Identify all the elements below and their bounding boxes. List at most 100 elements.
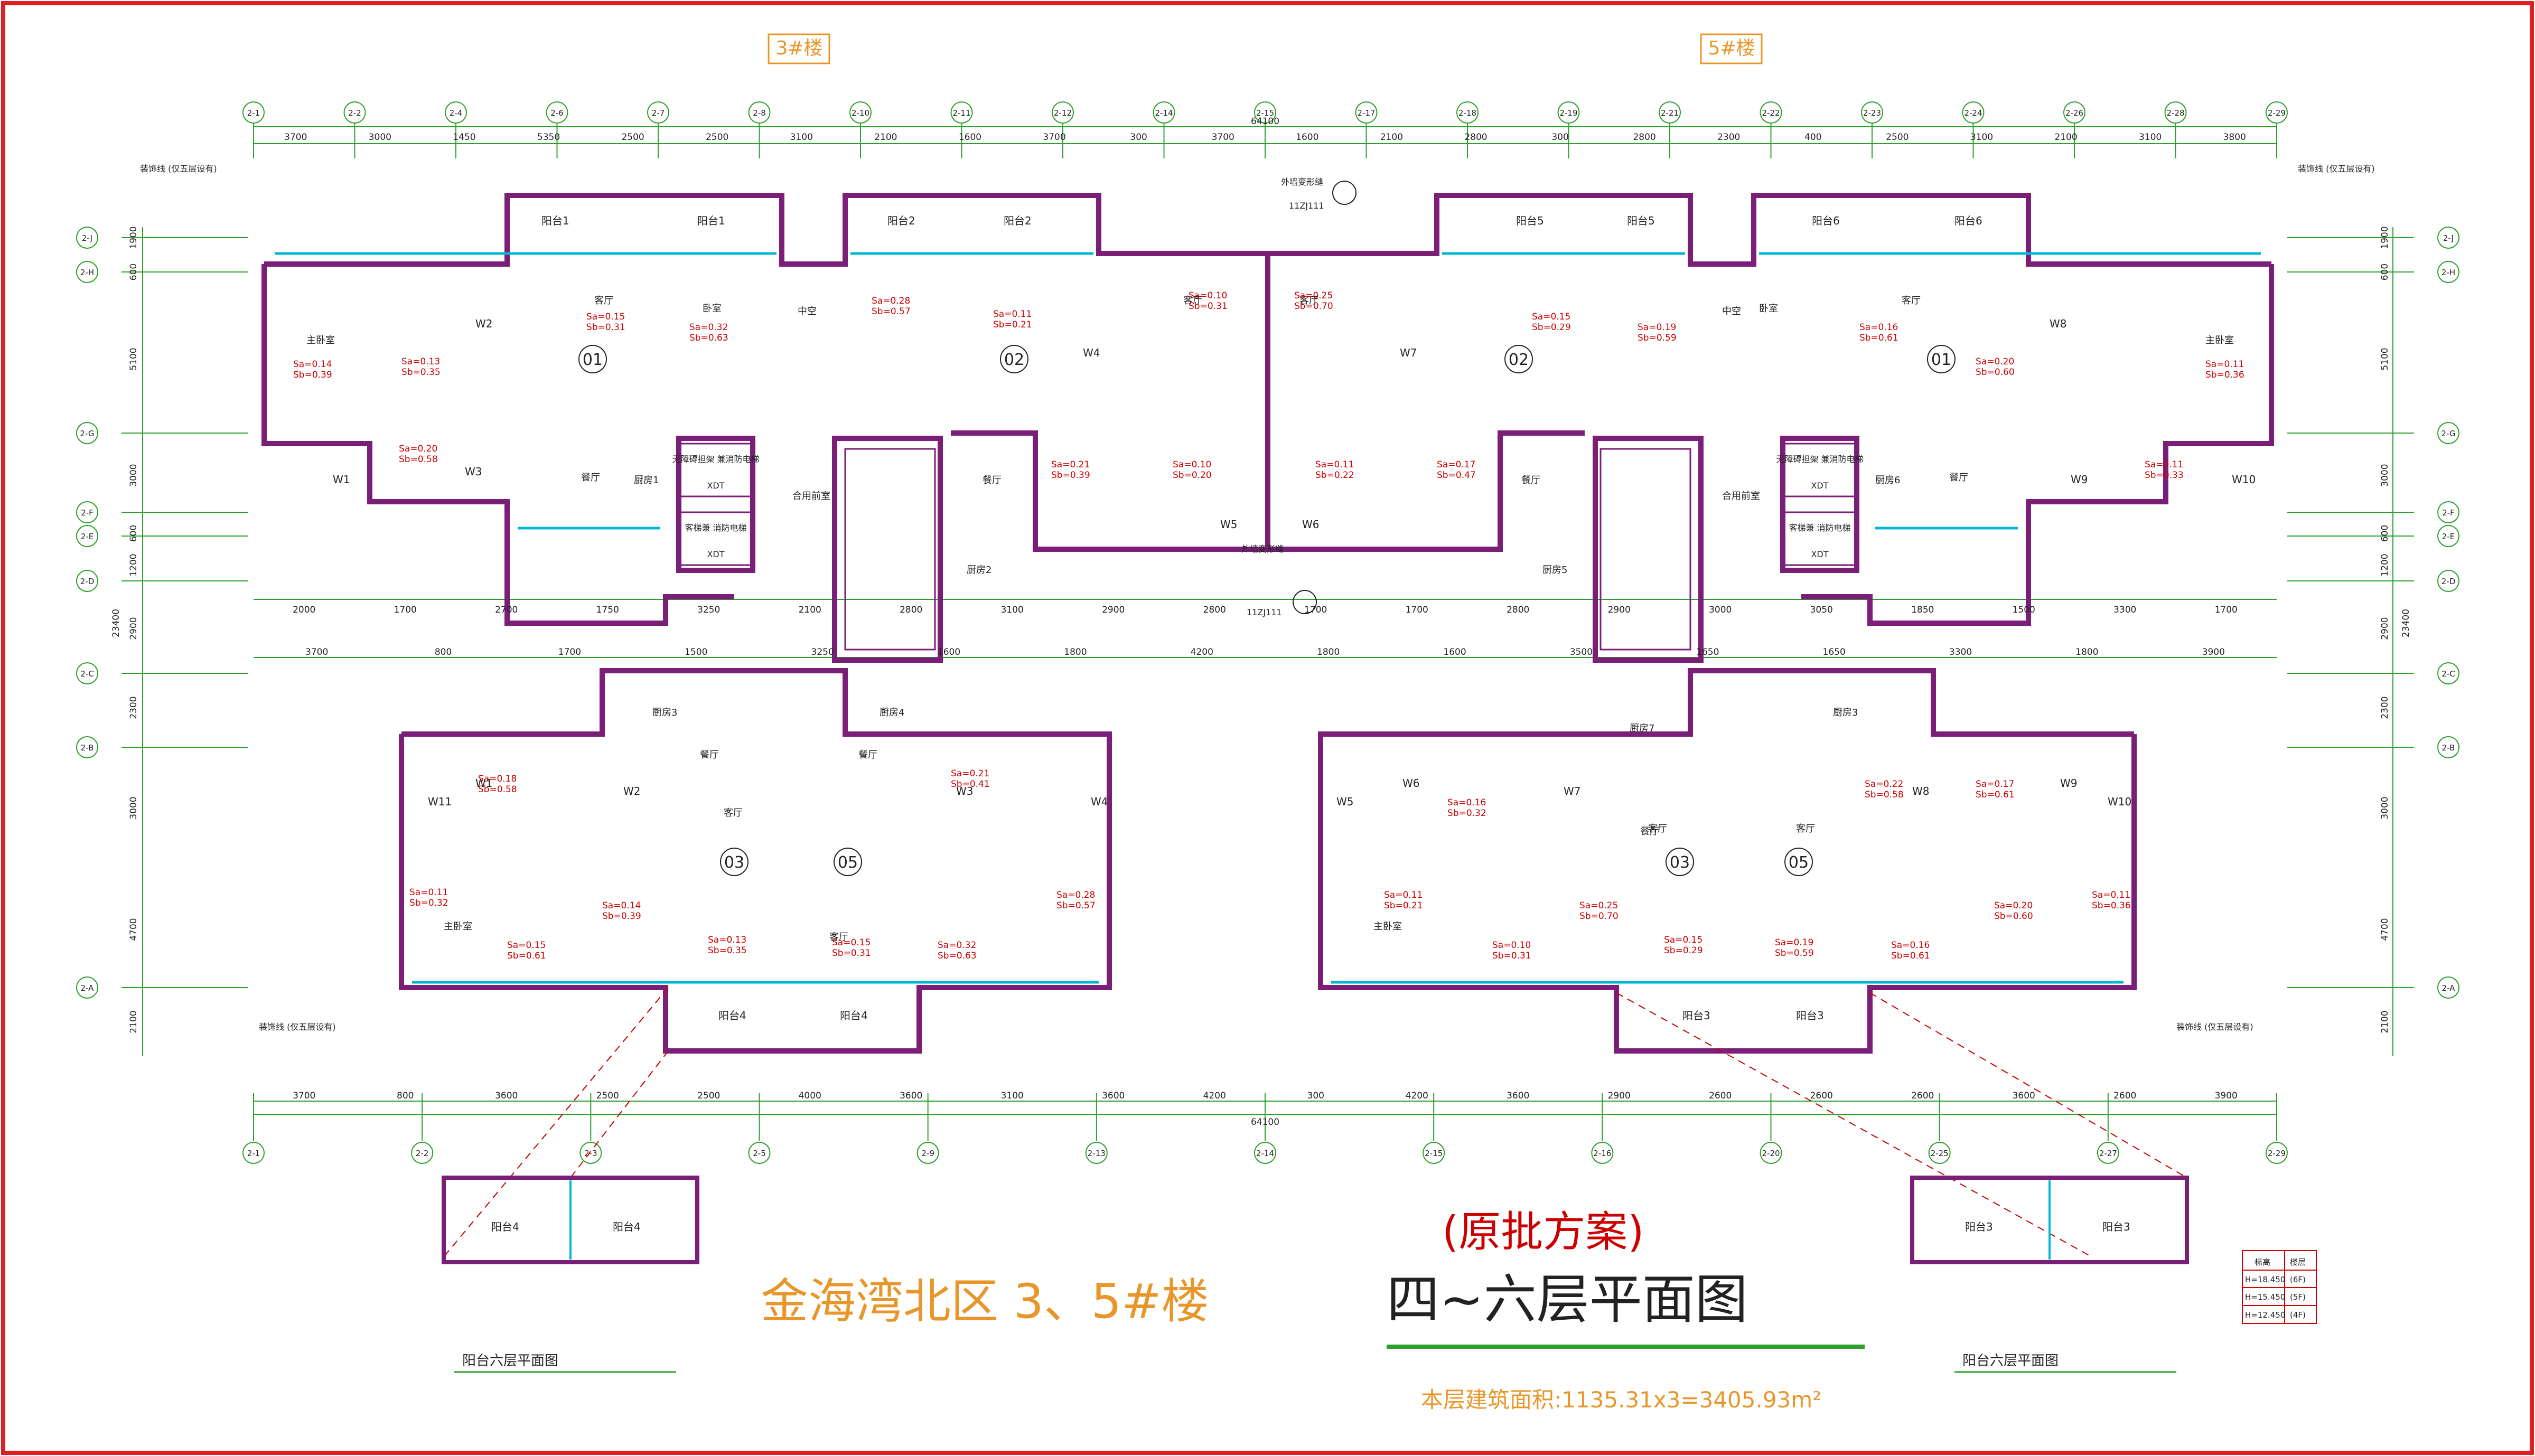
axis-label: 2-F <box>2442 508 2455 518</box>
axis-label: 2-F <box>81 508 93 518</box>
axis-label: 2-11 <box>952 108 970 118</box>
axis-label: 2-23 <box>1863 108 1881 118</box>
axis-bubble <box>1254 1142 1276 1164</box>
dimension-value: 3250 <box>811 647 834 657</box>
dimension-value: 600 <box>128 525 139 542</box>
sb-ratio: Sb=0.61 <box>1859 333 1898 343</box>
sb-ratio: Sb=0.57 <box>872 306 911 317</box>
dimension-value: 4200 <box>1406 1091 1428 1101</box>
sb-ratio: Sb=0.58 <box>478 784 517 795</box>
sa-ratio: Sa=0.21 <box>951 768 989 779</box>
room-living-03: 客厅 <box>724 807 743 819</box>
sb-ratio: Sb=0.58 <box>399 454 438 465</box>
axis-label: 2-15 <box>1256 108 1274 118</box>
axis-label: 2-12 <box>1054 108 1072 118</box>
dimension-value: 5350 <box>537 132 560 143</box>
axis-label: 2-B <box>81 743 94 753</box>
dimension-value: 1450 <box>453 132 475 143</box>
axis-label: 2-A <box>2442 983 2456 993</box>
sa-ratio: Sa=0.17 <box>1437 459 1475 470</box>
axis-label: 2-29 <box>2268 1149 2286 1158</box>
sa-ratio: Sa=0.16 <box>1891 940 1930 951</box>
room-kitchen-7: 厨房7 <box>1630 723 1654 734</box>
sb-ratio: Sb=0.31 <box>1492 951 1531 961</box>
dimension-value: 800 <box>435 647 452 657</box>
room-dining-03b: 餐厅 <box>1640 826 1659 837</box>
dimension-value: 5100 <box>2380 347 2390 370</box>
svg-text:客梯兼 消防电梯: 客梯兼 消防电梯 <box>685 523 746 533</box>
sb-ratio: Sb=0.59 <box>1638 333 1677 343</box>
dimension-value: 3700 <box>1212 132 1234 143</box>
building-3-label: 3#楼 <box>775 37 822 59</box>
axis-bubble <box>2266 1142 2288 1164</box>
sa-ratio: Sa=0.20 <box>1976 356 2014 367</box>
sb-ratio: Sb=0.39 <box>1051 470 1090 481</box>
dimension-value: 1700 <box>2215 605 2238 615</box>
axis-bubble <box>242 1142 265 1164</box>
svg-text:11ZJ111: 11ZJ111 <box>1247 607 1282 617</box>
svg-text:阳台6: 阳台6 <box>1954 214 1982 227</box>
axis-bubble <box>76 976 98 999</box>
axis-label: 2-E <box>2442 532 2455 541</box>
dimension-value: 3000 <box>2380 464 2390 486</box>
svg-text:阳台4: 阳台4 <box>718 1009 746 1022</box>
dimension-value: 2600 <box>2113 1091 2136 1101</box>
dimension-value: 4200 <box>1203 1091 1226 1101</box>
unit-05-left: 05 <box>838 853 858 872</box>
svg-text:装饰线 (仅五层设有): 装饰线 (仅五层设有) <box>2176 1022 2253 1032</box>
room-bedroom-01b: 卧室 <box>1759 303 1778 314</box>
dimension-value: 1600 <box>938 647 960 657</box>
axis-label: 2-A <box>81 983 95 993</box>
room-bedroom-01: 卧室 <box>703 303 722 314</box>
balcony-6f-title-right: 阳台六层平面图 <box>1962 1353 2059 1369</box>
bathroom-label: W6 <box>1402 777 1420 790</box>
room-labels: 客厅 卧室 主卧室 中空 餐厅 厨房1 合用前室 客厅 餐厅 厨房2 客厅 客厅… <box>306 295 2234 943</box>
room-kitchen-8: 厨房3 <box>1833 707 1858 718</box>
svg-text:H=15.450: H=15.450 <box>2245 1292 2285 1302</box>
axis-label: 2-C <box>80 669 93 679</box>
dimension-value: 3500 <box>1570 647 1593 657</box>
bathroom-label: W9 <box>2071 473 2088 486</box>
bathroom-label: W1 <box>333 473 350 486</box>
sa-ratio: Sa=0.11 <box>993 309 1032 320</box>
dimension-value: 3100 <box>790 132 813 143</box>
dimension-value: 3000 <box>2380 796 2390 819</box>
dimension-value: 3000 <box>369 132 391 143</box>
dimension-value: 3100 <box>2139 132 2162 143</box>
sb-ratio: Sb=0.63 <box>689 333 728 343</box>
sa-sb-ratio-texts: Sa=0.14Sb=0.39Sa=0.13Sb=0.35Sa=0.15Sb=0.… <box>293 290 2244 961</box>
dimension-value: 3250 <box>697 605 720 615</box>
dimension-value: 1600 <box>959 132 981 143</box>
sb-ratio: Sb=0.47 <box>1437 470 1476 481</box>
axis-bubble <box>647 101 669 124</box>
plan-title-right: 四~六层平面图 <box>1387 1269 1748 1330</box>
svg-text:客梯兼 消防电梯: 客梯兼 消防电梯 <box>1789 523 1850 533</box>
axis-bubble <box>950 101 973 124</box>
axis-bubble <box>2437 570 2459 592</box>
dimension-value: 3000 <box>1709 605 1732 615</box>
dimension-value: 2000 <box>293 605 315 615</box>
lower-units-walls <box>399 668 2137 1054</box>
axis-label: 2-1 <box>247 1149 260 1158</box>
axis-label: 2-H <box>2442 268 2455 277</box>
axis-bubble <box>2097 1142 2119 1164</box>
axis-bubble <box>2164 101 2187 124</box>
sb-ratio: Sb=0.31 <box>832 948 871 959</box>
dimension-value: 1500 <box>685 647 707 657</box>
dimension-value: 1500 <box>2013 605 2035 615</box>
dimension-value: 3100 <box>1001 1091 1024 1101</box>
svg-text:(6F): (6F) <box>2290 1275 2306 1284</box>
dimension-value: 1600 <box>1296 132 1318 143</box>
sb-ratio: Sb=0.60 <box>1994 911 2033 922</box>
dimension-value: 2600 <box>1709 1091 1732 1101</box>
axis-label: 2-J <box>82 233 92 243</box>
sb-ratio: Sb=0.39 <box>602 911 641 922</box>
dimension-value: 1800 <box>1317 647 1340 657</box>
dimension-value: 2100 <box>799 605 821 615</box>
bathroom-label: W4 <box>1083 346 1100 359</box>
svg-text:无障碍担架 兼消防电梯: 无障碍担架 兼消防电梯 <box>672 454 759 464</box>
dimension-value: 2500 <box>1886 132 1909 143</box>
dimension-value: 3900 <box>2215 1091 2238 1101</box>
